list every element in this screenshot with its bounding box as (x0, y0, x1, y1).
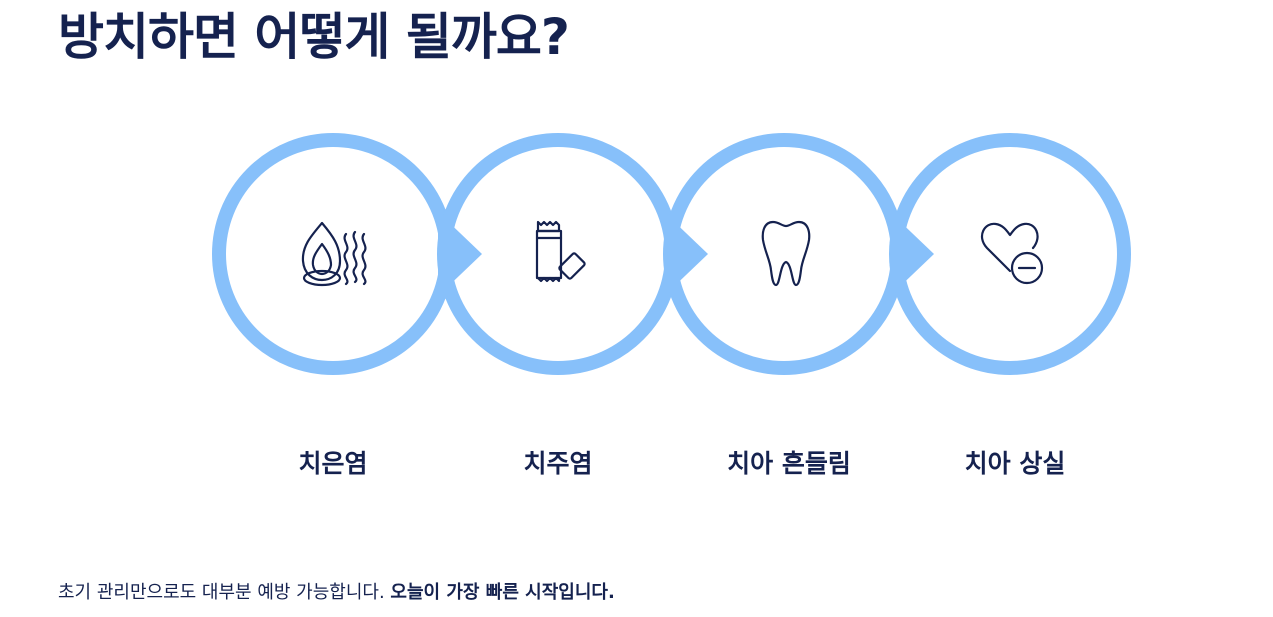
heart-minus-icon (981, 222, 1044, 285)
stage-label-loose-tooth: 치아 흔들림 (727, 449, 851, 478)
flame-wave-icon (301, 221, 367, 287)
arrow-icon (890, 212, 934, 296)
arrow-icon (438, 212, 482, 296)
footer-message: 초기 관리만으로도 대부분 예방 가능합니다. 오늘이 가장 빠른 시작입니다. (58, 578, 615, 608)
page-title: 방치하면 어떻게 될까요? (58, 8, 570, 66)
snack-bar-icon (535, 220, 586, 283)
tooth-icon (761, 220, 811, 287)
footer-text: 초기 관리만으로도 대부분 예방 가능합니다. (58, 582, 385, 603)
arrow-icon (664, 212, 708, 296)
stage-ring-1 (212, 133, 454, 375)
stage-label-gingivitis: 치은염 (298, 449, 368, 478)
footer-emphasis: 오늘이 가장 빠른 시작입니다. (390, 582, 615, 603)
stage-label-tooth-loss: 치아 상실 (964, 449, 1066, 478)
stage-label-periodontitis: 치주염 (523, 449, 593, 478)
